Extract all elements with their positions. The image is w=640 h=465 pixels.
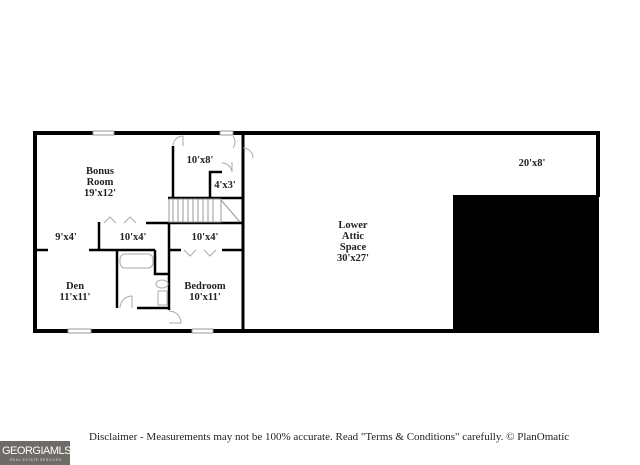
den-label: Den	[66, 281, 84, 292]
interior-walls	[35, 146, 243, 310]
attic-label-3: Space	[340, 242, 367, 253]
attic-label-2: Attic	[342, 231, 364, 242]
attic-size: 30'x27'	[337, 253, 369, 264]
logo-subtext: REAL ESTATE SERVICES	[10, 458, 62, 462]
disclaimer: Disclaimer - Measurements may not be 100…	[89, 431, 570, 443]
closet-10x4-size: 10'x4'	[120, 232, 147, 243]
hall-size: 9'x4'	[55, 232, 77, 243]
logo-text: GEORGIAMLS	[2, 445, 71, 457]
closet-4x3-size: 4'x3'	[214, 180, 236, 191]
bonus-room-label: Bonus	[86, 166, 114, 177]
bonus-room-label-2: Room	[87, 177, 114, 188]
bedroom-label: Bedroom	[184, 281, 225, 292]
georgia-mls-logo: GEORGIAMLS REAL ESTATE SERVICES	[0, 441, 71, 465]
bonus-room-size: 19'x12'	[84, 188, 116, 199]
upper-area-size: 20'x8'	[519, 158, 546, 169]
windows	[67, 130, 234, 334]
closet-10x8-size: 10'x8'	[187, 155, 214, 166]
bedroom-size: 10'x11'	[189, 292, 221, 303]
closet-10x4-size-2: 10'x4'	[192, 232, 219, 243]
stairs	[168, 198, 241, 223]
attic-label-1: Lower	[338, 220, 367, 231]
den-size: 11'x11'	[60, 292, 91, 303]
unfinished-area	[453, 195, 599, 333]
doors	[103, 135, 254, 324]
